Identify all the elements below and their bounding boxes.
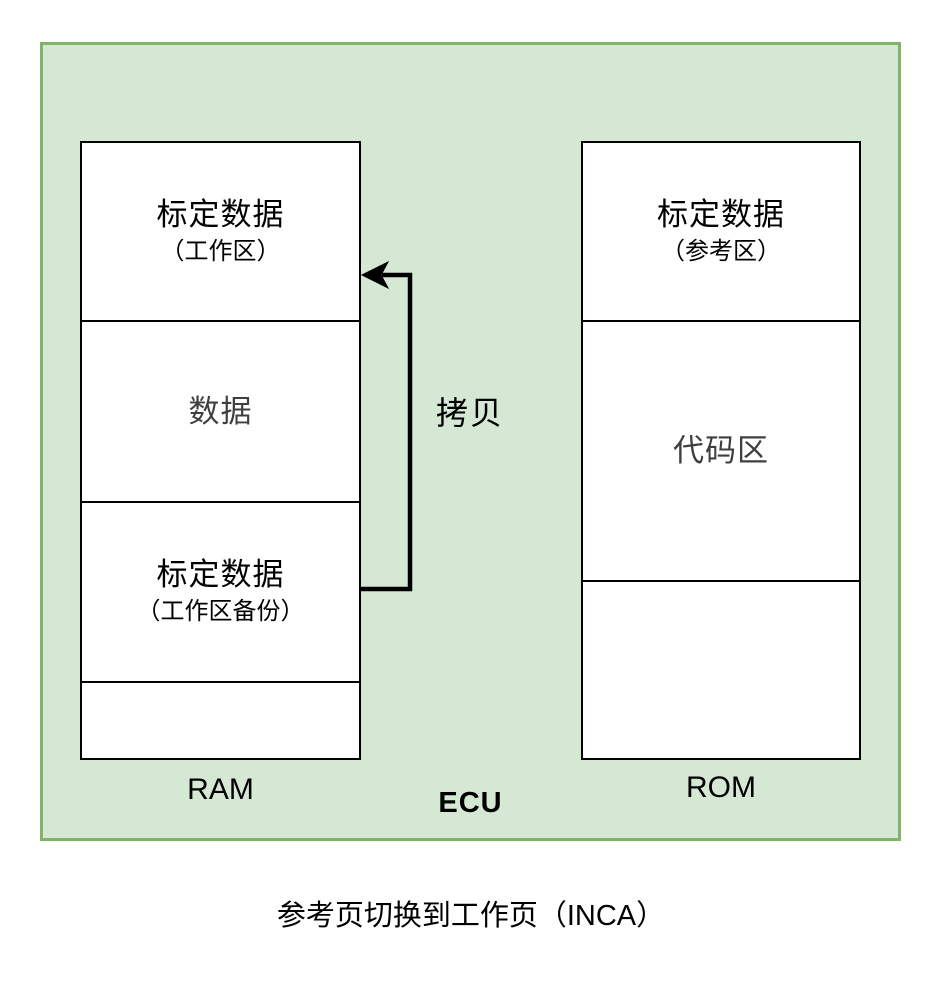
- ram-section-data: 数据: [82, 320, 359, 501]
- ram-section-backup-title: 标定数据: [156, 557, 285, 592]
- ecu-label: ECU: [438, 787, 503, 819]
- ram-section-data-title: 数据: [188, 393, 253, 429]
- ram-section-working-title: 标定数据: [156, 196, 285, 232]
- ram-section-backup: 标定数据 （工作区备份）: [82, 501, 359, 681]
- ram-section-working-subtitle: （工作区）: [160, 237, 281, 265]
- figure-caption: 参考页切换到工作页（INCA）: [276, 900, 666, 932]
- rom-section-reference: 标定数据 （参考区）: [583, 143, 859, 320]
- ram-label: RAM: [187, 773, 254, 806]
- rom-label: ROM: [686, 771, 756, 804]
- rom-section-code: 代码区: [583, 320, 859, 580]
- rom-section-empty: [583, 580, 859, 758]
- ram-box: 标定数据 （工作区） 数据 标定数据 （工作区备份）: [80, 141, 361, 760]
- rom-section-reference-subtitle: （参考区）: [661, 237, 781, 265]
- ram-section-working: 标定数据 （工作区）: [82, 143, 359, 320]
- copy-arrow-label: 拷贝: [436, 395, 505, 431]
- ram-section-backup-subtitle: （工作区备份）: [136, 598, 305, 625]
- rom-box: 标定数据 （参考区） 代码区: [581, 141, 861, 760]
- ram-section-empty: [82, 681, 359, 758]
- rom-section-code-title: 代码区: [673, 433, 769, 468]
- rom-section-reference-title: 标定数据: [657, 196, 785, 232]
